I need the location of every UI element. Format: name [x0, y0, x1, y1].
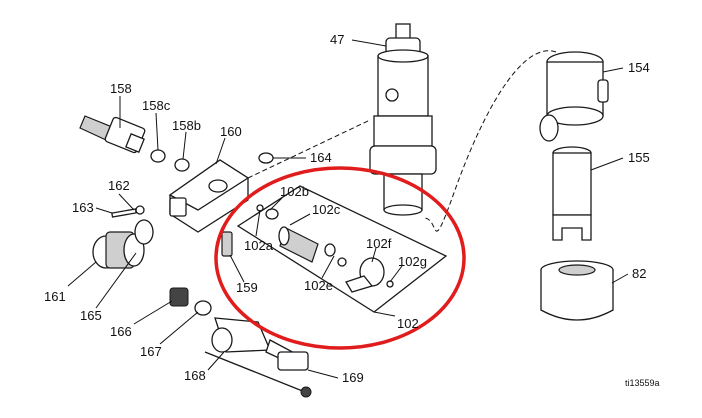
callout-165: 165 — [80, 308, 102, 323]
part-159-fitting — [221, 231, 233, 257]
kit-102-box — [236, 185, 448, 313]
leader-lines — [67, 39, 629, 379]
drawing-id: ti13559a — [625, 378, 660, 388]
callout-162: 162 — [108, 178, 130, 193]
callout-102c: 102c — [312, 202, 341, 217]
callout-166: 166 — [110, 324, 132, 339]
callout-159: 159 — [236, 280, 258, 295]
part-47-pump-cylinder — [369, 23, 437, 216]
callout-167: 167 — [140, 344, 162, 359]
callout-163: 163 — [72, 200, 94, 215]
part-162-washer — [135, 205, 145, 215]
part-164-o-ring — [258, 152, 274, 164]
part-163-screw — [111, 208, 137, 218]
callout-169: 169 — [342, 370, 364, 385]
callout-102g: 102g — [398, 254, 427, 269]
callout-102e: 102e — [304, 278, 333, 293]
callout-102a: 102a — [244, 238, 274, 253]
part-154-cap — [424, 50, 609, 232]
callout-158c: 158c — [142, 98, 171, 113]
callout-82: 82 — [632, 266, 646, 281]
part-158b-o-ring — [174, 158, 190, 172]
callout-168: 168 — [184, 368, 206, 383]
part-165-gasket — [134, 219, 154, 245]
callout-102: 102 — [397, 316, 419, 331]
callout-164: 164 — [310, 150, 332, 165]
part-167-washer — [194, 300, 212, 316]
part-158c-o-ring — [150, 149, 166, 163]
callout-102f: 102f — [366, 236, 392, 251]
part-166-fitting — [169, 287, 189, 307]
part-82-nut — [540, 260, 614, 321]
callout-154: 154 — [628, 60, 650, 75]
callout-47: 47 — [330, 32, 344, 47]
part-169-handle — [204, 351, 312, 398]
callout-161: 161 — [44, 289, 66, 304]
part-155-intake-tube — [552, 146, 592, 241]
callout-158b: 158b — [172, 118, 201, 133]
callout-155: 155 — [628, 150, 650, 165]
highlight-circle — [214, 166, 466, 350]
part-158-swivel — [79, 115, 146, 154]
callout-102b: 102b — [280, 184, 309, 199]
callout-160: 160 — [220, 124, 242, 139]
part-160-manifold — [168, 119, 371, 233]
callout-158: 158 — [110, 81, 132, 96]
